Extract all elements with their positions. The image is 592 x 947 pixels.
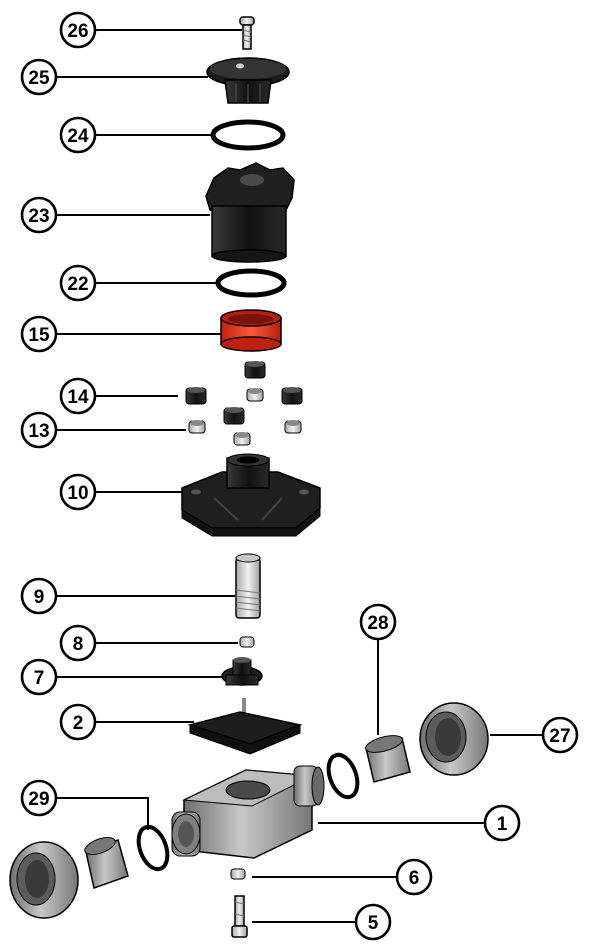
- svg-text:6: 6: [409, 868, 420, 889]
- svg-text:10: 10: [67, 483, 88, 504]
- part-27-union-nut: [419, 702, 489, 776]
- callout-15: 15: [20, 315, 58, 353]
- callout-8: 8: [59, 624, 97, 662]
- svg-text:22: 22: [67, 274, 88, 295]
- insert-right: [284, 420, 302, 434]
- nut-left: [185, 387, 207, 405]
- svg-text:7: 7: [34, 668, 45, 689]
- svg-text:26: 26: [67, 21, 88, 42]
- part-7-compressor: [221, 657, 263, 686]
- part-10-bonnet: [181, 453, 321, 537]
- part-29-o-ring: [136, 824, 170, 872]
- part-24-o-ring: [210, 119, 286, 151]
- insert-left: [188, 420, 206, 434]
- callout-5: 5: [354, 903, 392, 941]
- nut-right: [281, 387, 303, 405]
- insert-bottom: [233, 432, 251, 446]
- callout-6: 6: [395, 858, 433, 896]
- svg-text:24: 24: [67, 126, 89, 147]
- callout-28: 28: [359, 603, 397, 641]
- svg-text:29: 29: [28, 789, 49, 810]
- svg-text:23: 23: [28, 206, 49, 227]
- svg-text:2: 2: [73, 713, 84, 734]
- callout-10: 10: [59, 473, 97, 511]
- callout-29: 29: [20, 779, 58, 817]
- o-ring-right: [326, 752, 360, 800]
- svg-text:13: 13: [28, 421, 49, 442]
- part-26-screw: [239, 16, 255, 50]
- callout-24: 24: [59, 116, 97, 154]
- nut-top: [244, 361, 266, 379]
- callout-9: 9: [20, 577, 58, 615]
- svg-text:15: 15: [28, 325, 50, 346]
- callouts: 26 25 24 23 22 15 14 13 10 9 8 7 2 28 27…: [20, 11, 579, 941]
- part-8-washer: [239, 636, 255, 648]
- part-23-handwheel: [205, 162, 295, 263]
- svg-text:27: 27: [549, 726, 570, 747]
- svg-text:9: 9: [34, 587, 45, 608]
- part-28-socket: [365, 735, 411, 783]
- leader-lines: [57, 29, 542, 923]
- callout-2: 2: [59, 703, 97, 741]
- part-25-handwheel-cap: [206, 57, 290, 104]
- svg-text:28: 28: [367, 613, 388, 634]
- part-5-bolt: [231, 895, 248, 938]
- callout-26: 26: [59, 11, 97, 49]
- part-14-13-nuts-inserts: [185, 361, 303, 446]
- left-socket: [84, 836, 129, 889]
- callout-7: 7: [20, 658, 58, 696]
- part-15-indicator-ring: [220, 309, 282, 352]
- part-2-diaphragm: [187, 698, 303, 755]
- svg-text:14: 14: [67, 387, 89, 408]
- callout-14: 14: [59, 377, 97, 415]
- svg-text:8: 8: [73, 634, 84, 655]
- callout-23: 23: [20, 196, 58, 234]
- left-union-nut: [9, 841, 79, 919]
- nut-center: [223, 407, 245, 425]
- callout-1: 1: [483, 804, 521, 842]
- insert-top: [246, 388, 264, 402]
- callout-25: 25: [20, 58, 58, 96]
- svg-text:1: 1: [497, 814, 508, 835]
- svg-text:5: 5: [368, 913, 379, 934]
- part-6-nut: [230, 868, 246, 880]
- callout-22: 22: [59, 264, 97, 302]
- callout-13: 13: [20, 411, 58, 449]
- part-1-valve-body: [171, 765, 325, 859]
- part-9-stem: [235, 553, 261, 619]
- callout-27: 27: [541, 716, 579, 754]
- part-22-o-ring: [215, 268, 287, 298]
- svg-text:25: 25: [28, 68, 50, 89]
